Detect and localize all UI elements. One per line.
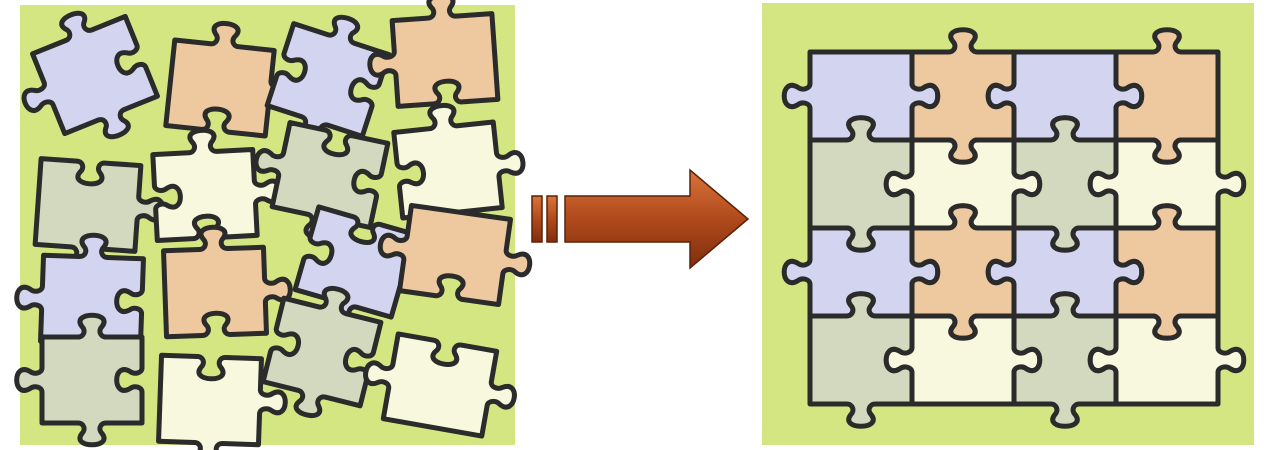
- right-arrow-icon: [532, 170, 748, 268]
- assembled-pieces: [784, 30, 1244, 427]
- before-panel: [1, 0, 536, 450]
- arrow-stripe-2: [547, 196, 557, 242]
- after-panel: [762, 3, 1254, 445]
- arrow-stripe-1: [532, 196, 542, 242]
- arrow-body: [565, 170, 748, 268]
